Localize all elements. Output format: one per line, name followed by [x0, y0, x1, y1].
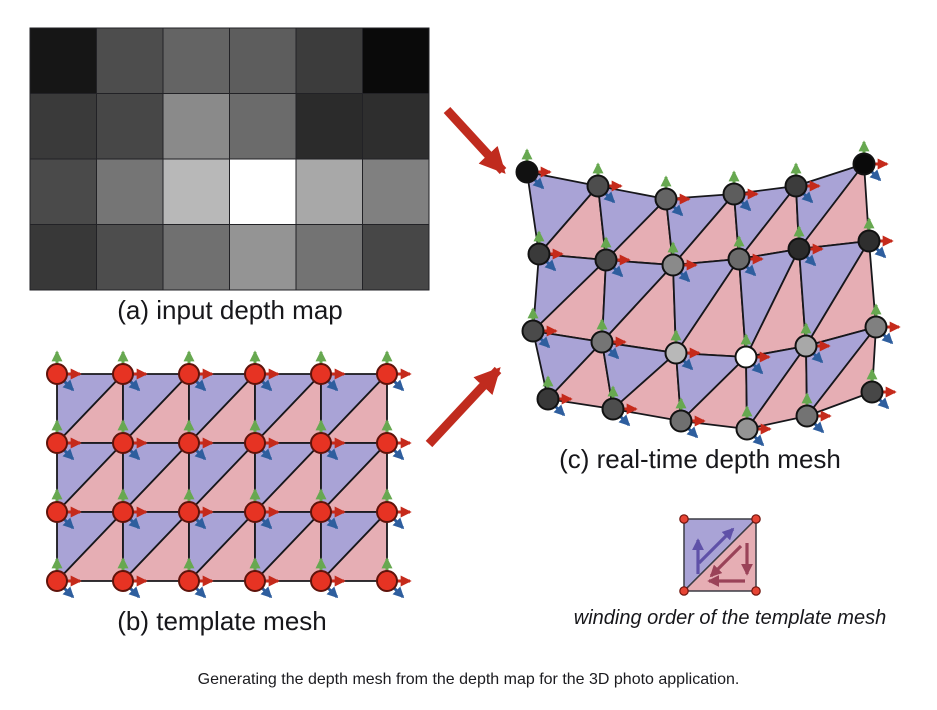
mesh-vertex	[727, 247, 751, 271]
label-template-mesh: (b) template mesh	[117, 606, 327, 636]
winding-arrow-down-left	[709, 544, 743, 578]
depth-map-cell	[362, 158, 430, 225]
mesh-vertex	[112, 570, 134, 592]
depth-map-cell	[96, 27, 164, 94]
mesh-vertex	[860, 380, 884, 404]
input-depth-map-grid	[29, 27, 430, 291]
mesh-vertex	[594, 248, 618, 272]
mesh-vertex	[527, 242, 551, 266]
mesh-vertex	[515, 160, 539, 184]
mesh-vertex	[178, 570, 200, 592]
depth-map-cell	[162, 158, 230, 225]
mesh-vertex	[178, 363, 200, 385]
mesh-vertex	[46, 501, 68, 523]
depth-map-cell	[295, 93, 363, 160]
mesh-vertex	[521, 319, 545, 343]
depth-map-cell	[96, 93, 164, 160]
mesh-triangle-lower	[806, 326, 877, 417]
depth-map-cell	[362, 27, 430, 94]
flow-arrow	[443, 106, 507, 175]
depth-map-cell	[162, 27, 230, 94]
mesh-vertex	[735, 417, 759, 441]
depth-map-cell	[29, 224, 97, 291]
mesh-vertex	[178, 432, 200, 454]
label-input-depth-map: (a) input depth map	[117, 295, 343, 325]
winding-order-diagram	[679, 514, 761, 596]
winding-arrow-up-right	[697, 527, 735, 565]
mesh-vertex	[586, 174, 610, 198]
depth-map-cell	[229, 93, 297, 160]
winding-corner-vertex	[751, 514, 761, 524]
mesh-vertex	[376, 363, 398, 385]
winding-lower-triangle	[682, 517, 757, 592]
mesh-vertex	[857, 229, 881, 253]
mesh-vertex	[654, 187, 678, 211]
label-winding-order: winding order of the template mesh	[573, 607, 887, 629]
depth-map-cell	[162, 93, 230, 160]
mesh-vertex	[376, 501, 398, 523]
depth-map-cell	[229, 224, 297, 291]
flow-arrow	[425, 366, 502, 448]
mesh-vertex	[661, 253, 685, 277]
depth-map-cell	[362, 93, 430, 160]
mesh-vertex	[784, 174, 808, 198]
template-mesh	[46, 350, 412, 599]
winding-corner-vertex	[679, 586, 689, 596]
mesh-vertex	[46, 570, 68, 592]
mesh-vertex	[795, 404, 819, 428]
depth-map-cell	[29, 93, 97, 160]
mesh-vertex	[310, 363, 332, 385]
winding-corner-vertex	[679, 514, 689, 524]
mesh-vertex	[376, 432, 398, 454]
mesh-vertex	[734, 345, 758, 369]
mesh-vertex	[310, 432, 332, 454]
mesh-vertex	[794, 334, 818, 358]
mesh-vertex	[46, 363, 68, 385]
mesh-vertex	[787, 237, 811, 261]
mesh-vertex	[46, 432, 68, 454]
mesh-vertex	[112, 363, 134, 385]
depth-map-cell	[229, 27, 297, 94]
mesh-vertex	[536, 387, 560, 411]
mesh-vertex	[112, 501, 134, 523]
depth-map-cell	[96, 158, 164, 225]
depth-map-cell	[295, 158, 363, 225]
mesh-vertex	[310, 501, 332, 523]
mesh-vertex	[112, 432, 134, 454]
depth-map-cell	[295, 27, 363, 94]
mesh-vertex	[244, 570, 266, 592]
mesh-vertex	[310, 570, 332, 592]
real-time-depth-mesh	[515, 140, 901, 447]
mesh-vertex	[864, 315, 888, 339]
flow-arrows	[425, 106, 507, 448]
mesh-vertex	[178, 501, 200, 523]
mesh-vertex	[664, 341, 688, 365]
mesh-vertex	[244, 501, 266, 523]
depth-map-cell	[96, 224, 164, 291]
mesh-triangle-lower	[320, 511, 388, 582]
mesh-vertex	[244, 432, 266, 454]
mesh-vertex	[244, 363, 266, 385]
depth-map-cell	[29, 27, 97, 94]
mesh-vertex	[852, 152, 876, 176]
depth-map-cell	[229, 158, 297, 225]
figure-caption: Generating the depth mesh from the depth…	[197, 671, 740, 688]
mesh-vertex	[601, 397, 625, 421]
depth-map-cell	[362, 224, 430, 291]
mesh-vertex	[669, 409, 693, 433]
winding-corner-vertex	[751, 586, 761, 596]
mesh-vertex	[376, 570, 398, 592]
label-depth-mesh: (c) real-time depth mesh	[559, 444, 841, 474]
depth-map-cell	[295, 224, 363, 291]
depth-map-cell	[29, 158, 97, 225]
depth-map-cell	[162, 224, 230, 291]
mesh-vertex	[722, 182, 746, 206]
mesh-vertex	[590, 330, 614, 354]
